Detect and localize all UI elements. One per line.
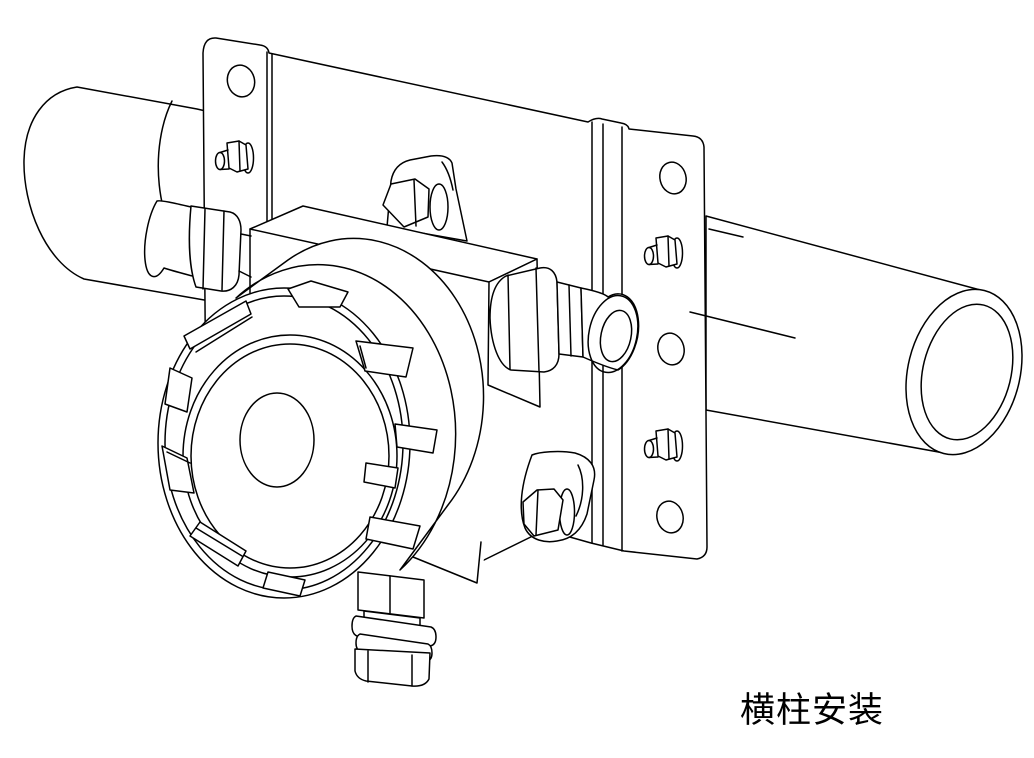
hex-bolt-head	[382, 178, 430, 228]
housing-bottom-edges	[412, 541, 482, 584]
pipe-right-segment	[705, 215, 1023, 456]
cover-center-boss	[239, 392, 315, 488]
bracket-hole	[226, 64, 256, 98]
left-cable-gland	[143, 200, 252, 292]
pipe-mouth-outer	[905, 288, 1023, 456]
figure-caption: 横柱安装	[740, 691, 885, 730]
castellated-cover	[157, 237, 485, 599]
pipe-mouth-bore	[920, 303, 1014, 441]
sensor-hex-nut	[354, 648, 431, 687]
cover-side	[235, 237, 485, 571]
bracket-hole	[659, 161, 687, 195]
washer	[429, 183, 449, 231]
clamp-arm-lines	[689, 228, 796, 339]
top-lug-and-bolt	[382, 154, 468, 242]
bottom-sensor-fitting	[351, 571, 437, 687]
hex-bolt-head	[522, 488, 564, 537]
bottom-lug-and-bolt	[520, 450, 596, 543]
bracket-hole	[657, 332, 685, 366]
bracket-hole	[656, 500, 684, 534]
right-cable-gland	[489, 266, 640, 374]
